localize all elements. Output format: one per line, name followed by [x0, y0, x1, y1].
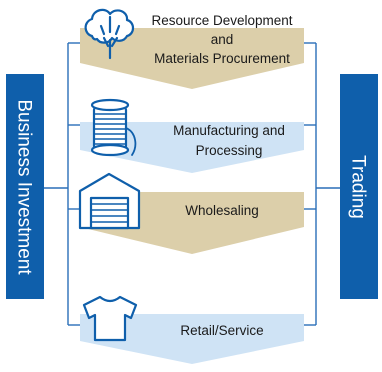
- stage-4-label: Retail/Service: [180, 323, 263, 338]
- stage-4-chevron: [80, 314, 304, 364]
- stage-3-label: Wholesaling: [185, 203, 259, 218]
- stage-1-label-line-3: Materials Procurement: [154, 51, 290, 66]
- stage-resource-development: Resource Development and Materials Procu…: [80, 8, 304, 89]
- left-side-bar-label: Business Investment: [14, 99, 35, 275]
- right-side-bar: Trading: [340, 74, 378, 299]
- stage-retail-service: Retail/Service: [80, 295, 304, 364]
- stage-1-label-line-2: and: [211, 32, 234, 47]
- stage-1-label-line-1: Resource Development: [151, 13, 292, 28]
- stage-manufacturing: Manufacturing and Processing: [80, 98, 304, 173]
- stage-2-label-line-2: Processing: [196, 143, 263, 158]
- cotton-plant-icon: [84, 8, 135, 60]
- left-side-bar-fill: [6, 74, 44, 299]
- right-side-bar-fill: [340, 74, 378, 299]
- t-shirt-icon: [82, 295, 138, 342]
- stage-2-chevron: [80, 122, 304, 173]
- warehouse-icon: [78, 172, 141, 230]
- connector-lines: [44, 42, 340, 326]
- thread-spool-icon: [90, 98, 137, 157]
- stage-1-chevron: [80, 28, 304, 89]
- stage-wholesaling: Wholesaling: [78, 172, 304, 254]
- right-side-bar-label: Trading: [348, 155, 369, 219]
- stage-2-label-line-1: Manufacturing and: [173, 123, 285, 138]
- left-side-bar: Business Investment: [6, 74, 44, 299]
